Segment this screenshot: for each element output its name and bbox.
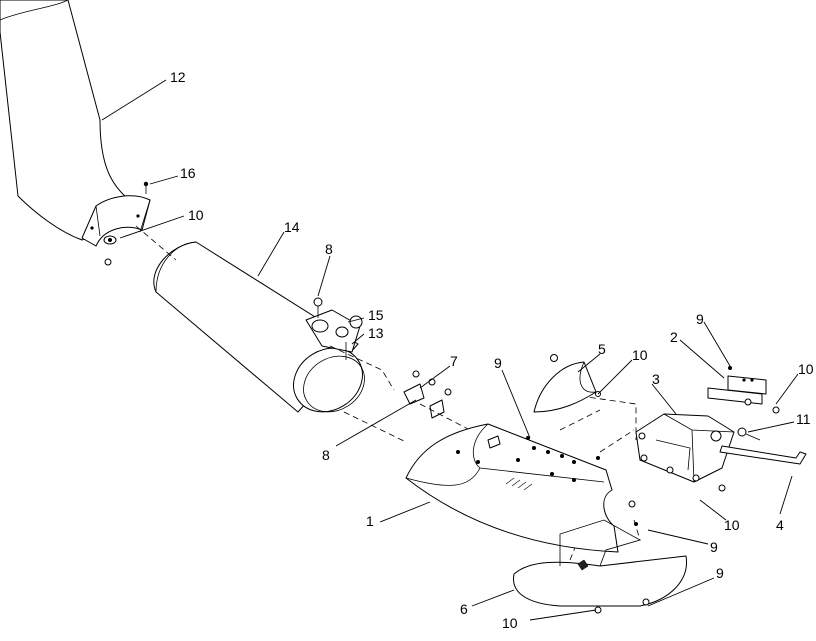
callout-10: 10 [798,361,814,377]
part-5-flap [533,354,601,413]
callout-5: 5 [598,341,606,357]
callout-7: 7 [450,353,458,369]
leader-lines [101,79,799,621]
callout-8: 8 [325,241,333,257]
callout-6: 6 [460,601,468,617]
callout-9: 9 [696,311,704,327]
callout-9: 9 [494,355,502,371]
part-7-bracket [403,370,452,419]
callout-14: 14 [284,219,300,235]
callout-10: 10 [632,347,648,363]
alignment-dashes [135,225,641,561]
part-3-bracket [635,413,735,492]
callout-9: 9 [710,539,718,555]
callout-10: 10 [724,517,740,533]
callout-3: 3 [652,371,660,387]
part-13-15-bracket [305,297,363,360]
part-9-bolts-housing [456,436,600,482]
part-4-rod [719,445,807,465]
callout-8: 8 [322,447,330,463]
callout-12: 12 [170,69,186,85]
part-1-deflector-housing [405,423,619,553]
callout-15: 15 [368,307,384,323]
part-10-band-clamp-upper [81,181,151,266]
tube-ring-clamp [293,347,365,413]
part-2-hinge [707,366,780,414]
callout-labels: 12 16 10 14 8 15 13 7 8 9 5 10 2 9 10 3 … [170,69,814,631]
callout-13: 13 [368,325,384,341]
callout-1: 1 [366,513,374,529]
callout-9: 9 [716,565,724,581]
part-11-pin [737,427,761,441]
callout-11: 11 [796,411,811,427]
callout-2: 2 [670,329,678,345]
callout-16: 16 [180,165,196,181]
part-6-lower-spout [513,500,687,614]
callout-10: 10 [502,615,518,631]
callout-10: 10 [188,207,204,223]
callout-4: 4 [776,517,784,533]
